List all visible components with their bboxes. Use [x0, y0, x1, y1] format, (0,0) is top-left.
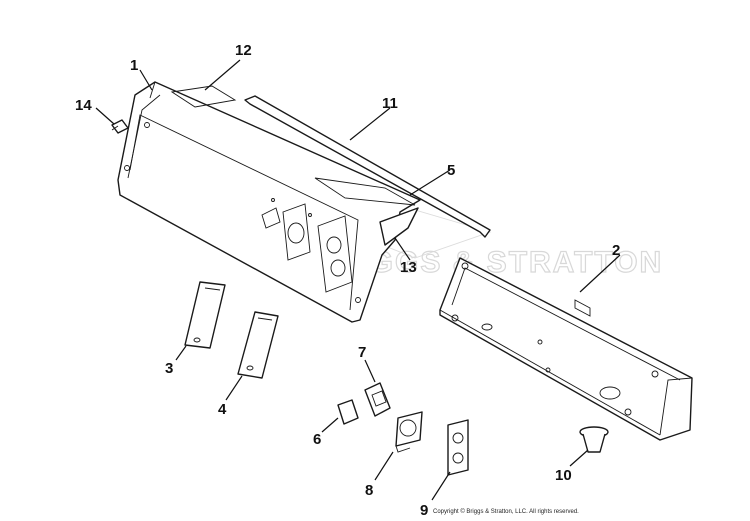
rod-part-11 — [244, 95, 491, 238]
switch-part-7 — [364, 382, 391, 417]
callout-labels: 1 2 3 4 5 6 7 8 9 10 11 12 13 14 — [75, 42, 620, 519]
callout-12: 12 — [235, 42, 252, 59]
callout-4: 4 — [218, 401, 227, 418]
box-housing-part-2 — [439, 257, 693, 441]
receptacle-part-8 — [395, 411, 423, 453]
callout-11: 11 — [382, 95, 398, 112]
cover-part-4 — [237, 311, 279, 379]
callout-13: 13 — [400, 259, 417, 276]
grommet-part-10 — [579, 426, 609, 453]
bracket-part-13 — [379, 207, 419, 246]
callout-9: 9 — [420, 502, 428, 519]
copyright-notice: Copyright © Briggs & Stratton, LLC. All … — [433, 509, 579, 515]
cover-part-3 — [184, 281, 226, 349]
callout-8: 8 — [365, 482, 373, 499]
callout-2: 2 — [612, 242, 620, 259]
switch-boot-part-6 — [337, 399, 359, 425]
callout-1: 1 — [130, 57, 138, 74]
duplex-receptacle-part-9 — [447, 419, 469, 476]
callout-10: 10 — [555, 467, 572, 484]
callout-3: 3 — [165, 360, 173, 377]
callout-7: 7 — [358, 344, 366, 361]
leader-lines — [95, 59, 621, 501]
callout-14: 14 — [75, 97, 92, 114]
screw-part-14 — [111, 119, 129, 134]
callout-6: 6 — [313, 431, 321, 448]
callout-5: 5 — [447, 162, 455, 179]
control-panel-part-1 — [117, 81, 421, 323]
